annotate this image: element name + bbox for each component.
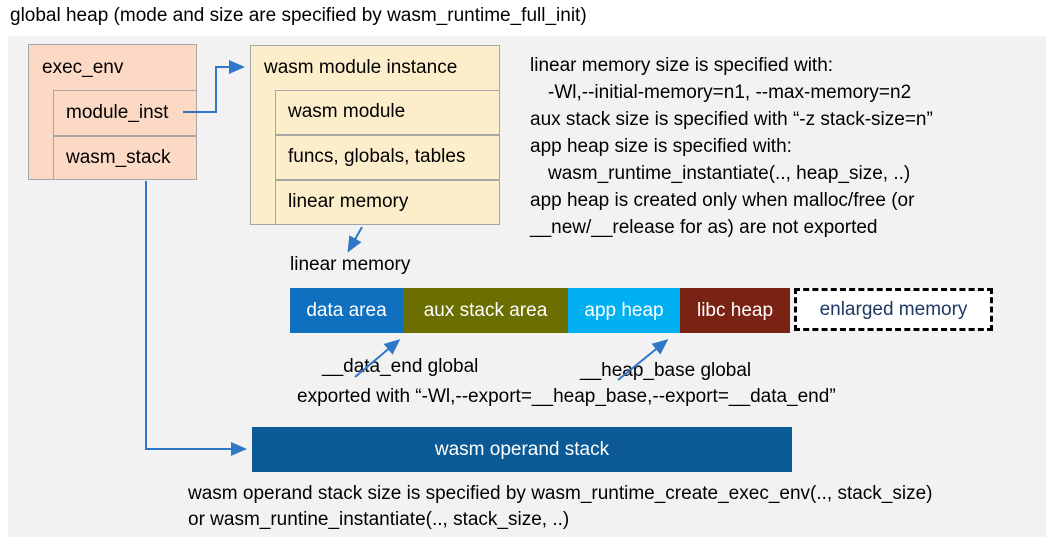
note-line: linear memory size is specified with:: [530, 55, 834, 76]
segment-libc-heap: libc heap: [680, 288, 790, 333]
funcs-globals-tables-row: funcs, globals, tables: [275, 135, 500, 180]
data-end-global-label: __data_end global: [322, 356, 479, 377]
exported-with-label: exported with “-Wl,--export=__heap_base,…: [297, 386, 836, 407]
linear-memory-row: linear memory: [275, 180, 500, 225]
exec-env-label: exec_env: [42, 57, 124, 78]
operand-stack-note: wasm operand stack size is specified by …: [188, 481, 933, 533]
note-line: app heap is created only when malloc/fre…: [530, 190, 915, 211]
wasm-operand-stack-bar: wasm operand stack: [252, 427, 792, 472]
heap-base-global-label: __heap_base global: [580, 360, 752, 381]
linear-memory-label: linear memory: [290, 254, 411, 275]
operand-stack-note-line1: wasm operand stack size is specified by …: [188, 483, 933, 504]
segment-app-heap: app heap: [568, 288, 680, 333]
module-inst-box: module_inst: [53, 90, 197, 136]
wasm-module-row: wasm module: [275, 90, 500, 135]
note-line: app heap size is specified with:: [530, 136, 792, 157]
size-notes: linear memory size is specified with: -W…: [530, 52, 1042, 241]
wasm-stack-box: wasm_stack: [53, 136, 197, 180]
operand-stack-note-line2: or wasm_runtine_instantiate(.., stack_si…: [188, 509, 570, 530]
diagram-title: global heap (mode and size are specified…: [10, 5, 587, 26]
note-line: -Wl,--initial-memory=n1, --max-memory=n2: [548, 82, 912, 103]
note-line: wasm_runtime_instantiate(.., heap_size, …: [548, 163, 911, 184]
note-line: __new/__release for as) are not exported: [530, 217, 878, 238]
segment-aux-stack-area: aux stack area: [403, 288, 568, 333]
segment-data-area: data area: [290, 288, 403, 333]
note-line: aux stack size is specified with “-z sta…: [530, 109, 933, 130]
segment-enlarged-memory: enlarged memory: [794, 288, 993, 331]
module-instance-label: wasm module instance: [264, 57, 458, 78]
